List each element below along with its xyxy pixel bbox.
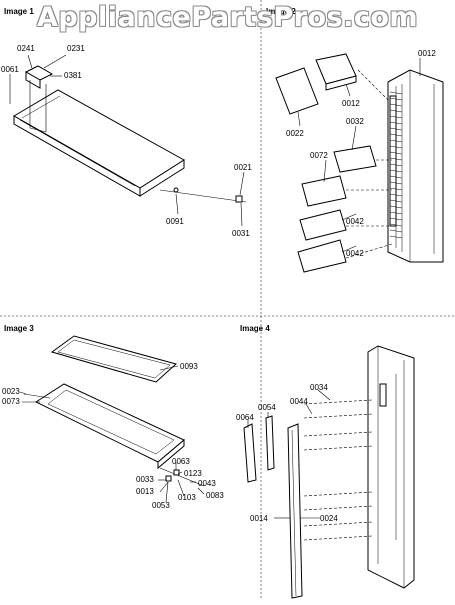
- part-label: 0103: [178, 493, 196, 502]
- door-rib: [389, 115, 403, 119]
- part-label: 0053: [152, 501, 170, 510]
- door-rib: [389, 109, 403, 113]
- part-label: 0381: [64, 71, 82, 80]
- part-label: 0093: [180, 362, 198, 371]
- part-label: 0241: [17, 44, 35, 53]
- door-rib: [389, 145, 403, 149]
- door-rib: [389, 181, 403, 185]
- part-label: 0023: [2, 387, 20, 396]
- door-rib: [389, 163, 403, 167]
- part-label: 0054: [258, 403, 276, 412]
- part-label: 0044: [290, 397, 308, 406]
- part-label: 0033: [136, 475, 154, 484]
- image3-heading: Image 3: [4, 324, 34, 333]
- image1-heading: Image 1: [4, 7, 34, 16]
- part-label: 0043: [198, 479, 216, 488]
- door-rib: [389, 139, 403, 143]
- door-rib: [389, 91, 403, 95]
- image2-heading: Image 2: [266, 7, 296, 16]
- part-label: 0042: [346, 249, 364, 258]
- part-label: 0231: [67, 44, 85, 53]
- part-label: 0022: [286, 129, 304, 138]
- door-rib: [389, 169, 403, 173]
- door-rib: [389, 205, 403, 209]
- door-rib: [389, 223, 403, 227]
- image4-door-drawing: 0034 0064 0054 0044 0014 0024: [236, 345, 415, 599]
- door-rib: [389, 133, 403, 137]
- door-rib: [389, 127, 403, 131]
- door-rib: [389, 229, 403, 233]
- part-label: 0013: [136, 487, 154, 496]
- part-label: 0014: [250, 514, 268, 523]
- door-rib: [389, 199, 403, 203]
- image3-shelf-drawing: 0093 0023 0073 0063 0123 0033 0043 0013 …: [2, 335, 224, 510]
- part-label: 0024: [320, 514, 338, 523]
- door-rib: [389, 211, 403, 215]
- part-label: 0073: [2, 397, 20, 406]
- image4-heading: Image 4: [240, 324, 270, 333]
- door-rib: [389, 103, 403, 107]
- door-rib: [389, 235, 403, 239]
- door-rib: [389, 97, 403, 101]
- image2-door-drawing: 0012 0012 0022 0032 0072 0042 0042: [275, 49, 444, 273]
- door-rib: [389, 121, 403, 125]
- watermark: AppliancePartsPros.com: [36, 2, 419, 33]
- part-label: 0064: [236, 413, 254, 422]
- part-label: 0034: [310, 383, 328, 392]
- image1-shelf-drawing: 0241 0231 0061 0381 0021 0091 0031: [1, 44, 252, 238]
- part-label: 0032: [346, 117, 364, 126]
- part-label: 0012: [418, 49, 436, 58]
- part-label: 0083: [206, 491, 224, 500]
- part-label: 0012: [342, 99, 360, 108]
- part-label: 0042: [346, 217, 364, 226]
- part-label: 0072: [310, 151, 328, 160]
- door-rib: [389, 151, 403, 155]
- part-label: 0063: [172, 457, 190, 466]
- part-label: 0091: [166, 217, 184, 226]
- part-label: 0123: [184, 469, 202, 478]
- door-rib: [389, 217, 403, 221]
- door-rib: [389, 157, 403, 161]
- door-rib: [389, 193, 403, 197]
- part-label: 0031: [232, 229, 250, 238]
- part-label: 0061: [1, 65, 19, 74]
- door-rib: [389, 187, 403, 191]
- part-label: 0021: [234, 163, 252, 172]
- door-rib: [389, 175, 403, 179]
